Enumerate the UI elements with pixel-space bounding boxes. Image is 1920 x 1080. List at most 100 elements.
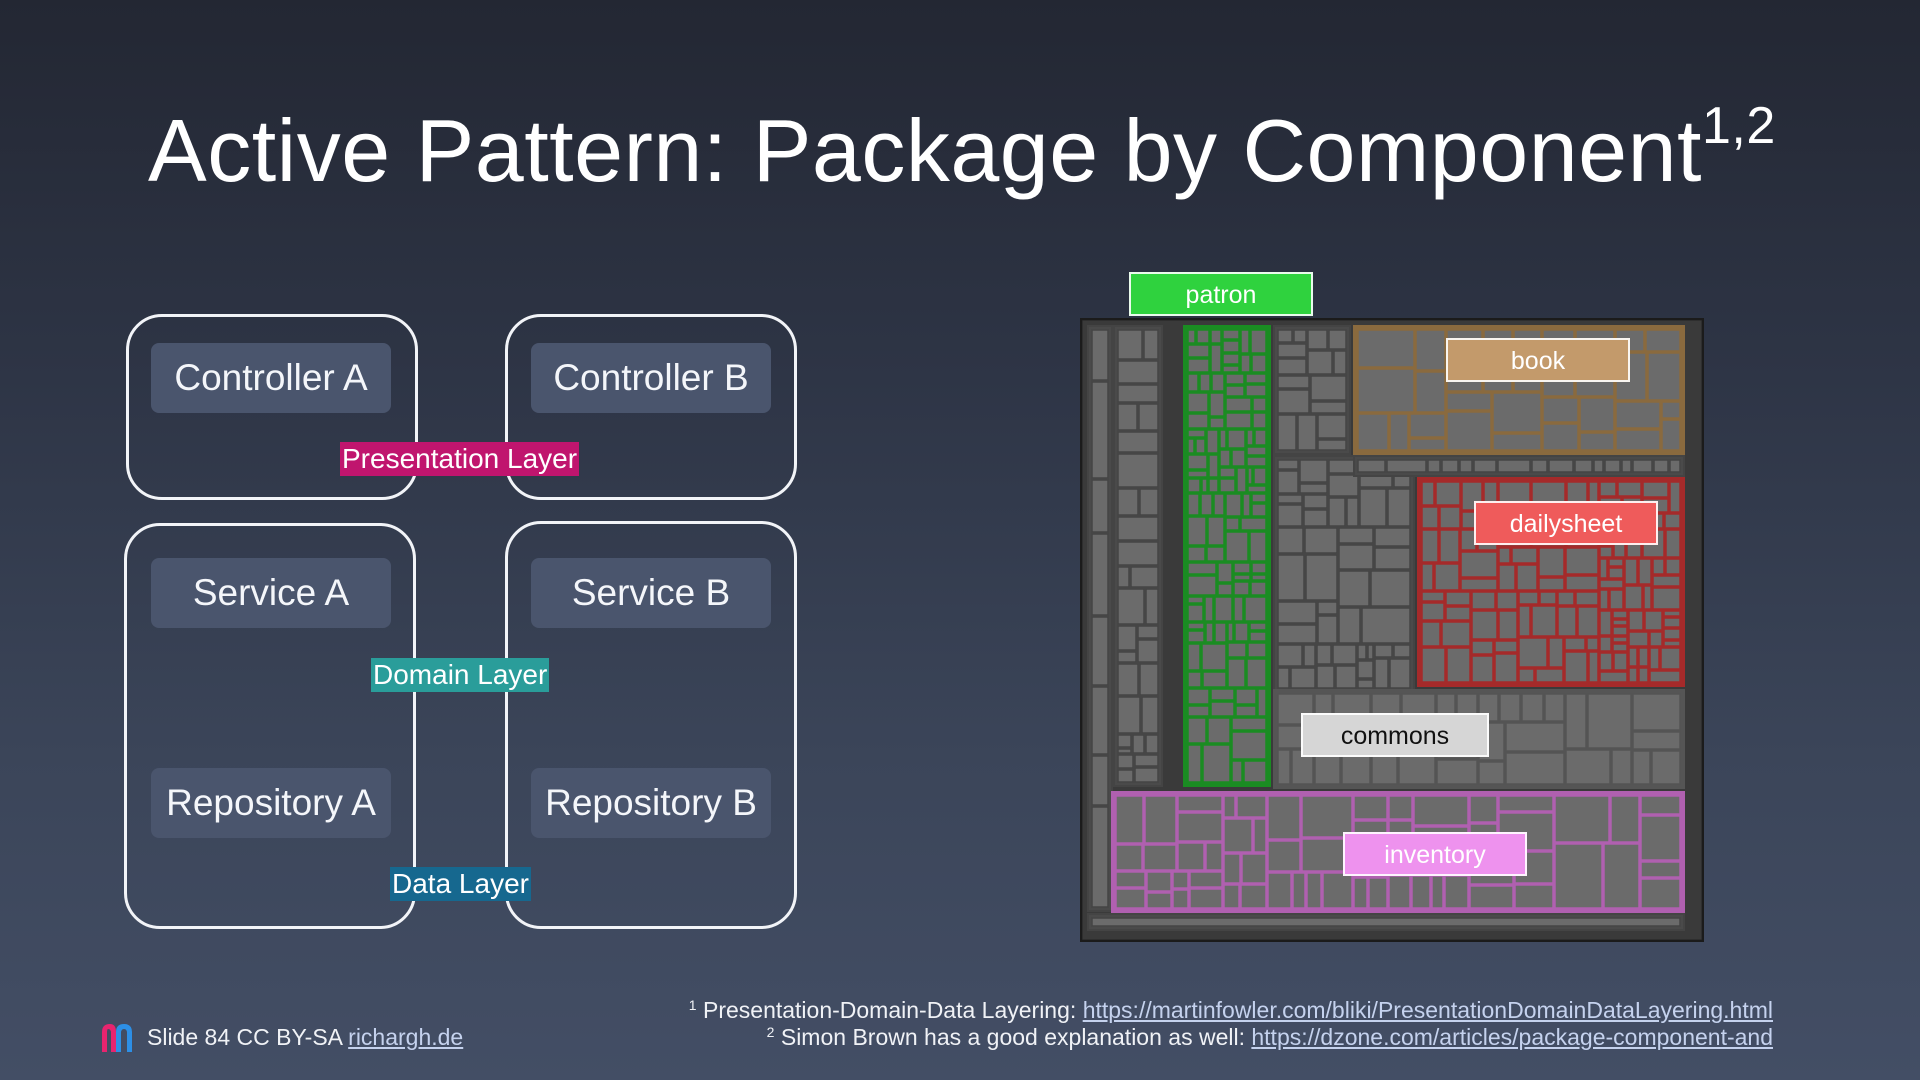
treemap-patron-class [1235,705,1257,717]
treemap-patron-class [1225,373,1245,385]
treemap-misc-b-class [1310,375,1347,401]
treemap-misc-b-class [1277,343,1307,358]
treemap-misc-c-class [1393,644,1411,658]
treemap-patron-class [1249,622,1267,631]
treemap-dailysheet-class [1516,564,1538,591]
treemap-misc-c-class [1357,660,1374,679]
treemap-patron-class [1231,731,1267,760]
treemap-misc-a-class [1117,748,1132,754]
treemap-inventory-class [1223,853,1241,884]
treemap-patron-class [1187,470,1208,478]
component-a-upper-box [126,314,418,500]
treemap-commons-class [1436,759,1478,785]
treemap-misc-c-class [1374,527,1411,547]
treemap-misc-a-class [1117,453,1159,488]
treemap-patron-class [1253,467,1267,485]
treemap-dailysheet-class [1624,558,1638,585]
treemap-misc-c-class [1335,665,1357,689]
treemap-dailysheet-class [1644,610,1663,631]
footer-logo-icon [100,1022,134,1052]
treemap-misc-c-class [1303,509,1328,527]
treemap-misc-d-class [1669,459,1681,473]
treemap-misc-a-class [1117,488,1139,516]
treemap-dailysheet-class [1460,578,1498,591]
treemap-misc-c-class [1277,644,1303,667]
footnote-1-link[interactable]: https://martinfowler.com/bliki/Presentat… [1082,997,1773,1023]
treemap-dailysheet-class [1498,564,1516,591]
treemap-patron-class [1254,429,1267,446]
treemap-dailysheet-class [1518,637,1548,668]
treemap-misc-b-class [1333,350,1347,375]
treemap-patron-class [1231,449,1246,467]
service-a: Service A [151,558,391,628]
treemap-misc-c-class [1303,494,1328,509]
treemap-dailysheet-class [1628,610,1644,631]
treemap-dailysheet-class [1421,647,1446,683]
treemap-patron-class [1217,583,1233,596]
treemap-dailysheet-class [1663,610,1681,617]
treemap-inventory-class [1368,877,1388,909]
treemap-dailysheet-class [1608,558,1624,567]
treemap-dailysheet-class [1599,558,1608,579]
treemap-dailysheet-class [1564,637,1586,651]
treemap-misc-a-class [1117,651,1137,663]
treemap-patron-class [1222,365,1240,373]
treemap-patron-class [1201,643,1227,671]
treemap-book-class [1492,392,1542,433]
treemap-misc-c-class [1374,658,1389,689]
footnote-2-link[interactable]: https://dzone.com/articles/package-compo… [1251,1024,1773,1050]
treemap-commons-class [1587,693,1632,749]
treemap-patron-class [1219,449,1231,467]
treemap-inventory-class [1267,872,1292,909]
treemap-dailysheet-class [1612,643,1628,652]
treemap-inventory-class [1306,872,1322,909]
treemap-dailysheet-class [1663,617,1681,628]
treemap-patron-class [1210,688,1235,701]
treemap-inventory-class [1146,871,1172,892]
treemap-commons-class [1565,749,1611,785]
treemap-misc-c-class [1361,607,1411,644]
treemap-patron-class [1247,467,1253,485]
treemap-commons-class [1505,722,1565,752]
treemap-dailysheet-class [1599,636,1612,652]
treemap-commons-class [1632,750,1651,785]
treemap-inventory-class [1143,844,1177,871]
treemap-patron-class [1233,574,1251,581]
treemap-book-class [1542,397,1579,423]
treemap-misc-a-class [1137,625,1159,639]
treemap-inventory-class [1115,871,1146,888]
slide-title: Active Pattern: Package by Component1,2 [148,97,1776,202]
treemap-book-class [1415,371,1446,413]
treemap-book-class [1357,329,1415,368]
treemap-dailysheet-class [1439,529,1460,563]
treemap-misc-b-class [1307,329,1328,350]
treemap-misc-b-class [1277,375,1310,389]
treemap-misc-left-class [1091,479,1109,533]
treemap-patron-class [1202,744,1231,783]
treemap-commons-class [1632,693,1681,731]
treemap-dailysheet-class [1669,481,1681,513]
treemap-misc-d-class [1497,459,1531,473]
treemap-dailysheet-class [1511,547,1538,564]
author-link[interactable]: richargh.de [348,1024,464,1050]
treemap-misc-c-class [1370,570,1411,607]
treemap-dailysheet-class [1628,631,1649,647]
treemap-misc-d-class [1441,459,1459,473]
treemap-patron-class [1246,658,1267,688]
treemap-dailysheet-class [1643,585,1652,610]
treemap-patron-class [1246,456,1267,467]
treemap-misc-c-class [1304,527,1338,554]
treemap-commons-class [1565,693,1587,749]
treemap-book-class [1661,419,1681,451]
treemap-misc-a-class [1132,734,1145,754]
treemap-inventory-class [1640,878,1681,909]
treemap-patron-class [1227,429,1246,449]
treemap-patron-class [1225,385,1245,397]
treemap-dailysheet-class [1421,563,1434,591]
treemap-misc-b-class [1310,401,1347,414]
treemap-inventory-class [1240,884,1267,909]
treemap-dailysheet-class [1642,481,1669,498]
treemap-patron-class [1214,622,1227,643]
treemap-inventory-class [1413,795,1469,826]
treemap-dailysheet-class [1652,587,1681,610]
